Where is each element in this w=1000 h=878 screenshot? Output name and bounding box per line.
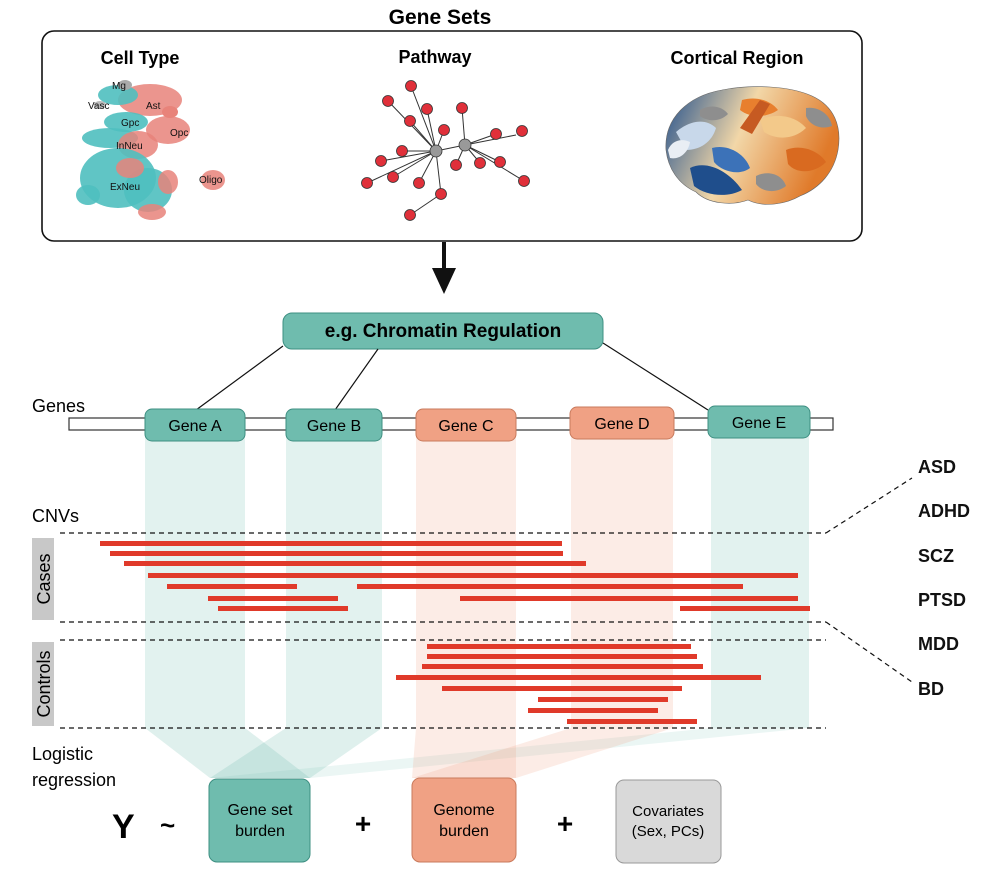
label-mg: Mg: [112, 81, 126, 92]
gene-set-burden-line1: Gene set: [228, 802, 293, 819]
gene-b-label: Gene B: [307, 418, 361, 435]
gene-set-burden-line2: burden: [235, 823, 285, 840]
disorder-asd: ASD: [918, 457, 956, 477]
equation-plus-1: +: [355, 808, 371, 839]
gene-a: Gene A: [144, 408, 246, 442]
equation-tilde: ~: [160, 810, 175, 840]
control-cnv: [422, 664, 703, 669]
cell-type-umap: [76, 80, 225, 220]
genes-label: Genes: [32, 396, 85, 416]
label-ast: Ast: [146, 101, 161, 112]
regression-label-line2: regression: [32, 770, 116, 790]
disorder-scz: SCZ: [918, 546, 954, 566]
regression-label-line1: Logistic: [32, 744, 93, 764]
equation-plus-2: +: [557, 808, 573, 839]
cell-type-title: Cell Type: [101, 48, 180, 68]
cases-label: Cases: [34, 553, 54, 604]
case-cnvs: [100, 541, 810, 611]
gene-d: Gene D: [569, 406, 675, 440]
cell-type-labels: Mg Vasc Ast Gpc Opc InNeu Oligo ExNeu: [88, 81, 223, 193]
disorder-adhd: ADHD: [918, 501, 970, 521]
label-gpc: Gpc: [121, 118, 139, 129]
case-cnv: [124, 561, 586, 566]
case-cnv: [357, 584, 743, 589]
cnvs-label: CNVs: [32, 506, 79, 526]
gene-sets-title: Gene Sets: [389, 6, 492, 29]
pathway-nodes: [361, 80, 530, 221]
gene-set-example-label: e.g. Chromatin Regulation: [325, 321, 561, 342]
cortical-brain-map: [665, 86, 840, 205]
control-cnv: [396, 675, 761, 680]
pathway-title: Pathway: [398, 47, 471, 67]
label-opc: Opc: [170, 128, 188, 139]
label-exneu: ExNeu: [110, 182, 140, 193]
genome-burden-line1: Genome: [433, 802, 494, 819]
disorder-list: ASD ADHD SCZ PTSD MDD BD: [918, 457, 970, 699]
control-cnvs: [396, 644, 761, 724]
genome-burden-line2: burden: [439, 823, 489, 840]
cases-label-bg: [32, 538, 54, 620]
case-cnv: [100, 541, 562, 546]
controls-label-bg: [32, 642, 54, 726]
disorder-ptsd: PTSD: [918, 590, 966, 610]
control-cnv: [538, 697, 668, 702]
case-cnv: [148, 573, 798, 578]
gene-b: Gene B: [285, 408, 383, 442]
controls-label: Controls: [34, 650, 54, 717]
control-cnv: [528, 708, 658, 713]
case-cnv: [110, 551, 563, 556]
pill-connectors: [195, 342, 709, 411]
burden-funnels: [145, 728, 809, 778]
label-oligo: Oligo: [199, 175, 223, 186]
covariates-term: Covariates (Sex, PCs): [615, 779, 722, 864]
label-inneu: InNeu: [116, 141, 143, 152]
case-cnv: [208, 596, 338, 601]
genome-burden-term: Genome burden: [411, 777, 517, 863]
control-cnv: [427, 654, 697, 659]
gene-e-label: Gene E: [732, 415, 786, 432]
label-vasc: Vasc: [88, 101, 110, 112]
gene-set-burden-term: Gene set burden: [208, 778, 311, 863]
disorder-mdd: MDD: [918, 634, 959, 654]
group-separators: [60, 477, 913, 729]
down-arrow-icon: [432, 242, 456, 294]
case-cnv: [167, 584, 297, 589]
cortical-region-title: Cortical Region: [670, 48, 803, 68]
gene-a-label: Gene A: [168, 418, 222, 435]
case-cnv: [218, 606, 348, 611]
case-cnv: [460, 596, 798, 601]
control-cnv: [442, 686, 682, 691]
equation-y: Y: [112, 808, 135, 846]
gene-d-label: Gene D: [594, 416, 649, 433]
control-cnv: [427, 644, 691, 649]
gene-set-example-pill: [282, 312, 604, 350]
covariates-line1: Covariates: [632, 803, 704, 820]
gene-c: Gene C: [415, 408, 517, 442]
gene-e: Gene E: [707, 405, 811, 439]
control-cnv: [567, 719, 697, 724]
case-cnv: [680, 606, 810, 611]
gene-c-label: Gene C: [438, 418, 493, 435]
disorder-bd: BD: [918, 679, 944, 699]
pathway-network: [366, 85, 525, 216]
gene-columns: [145, 432, 809, 728]
gene-sets-box: [41, 30, 863, 242]
covariates-line2: (Sex, PCs): [632, 823, 705, 840]
